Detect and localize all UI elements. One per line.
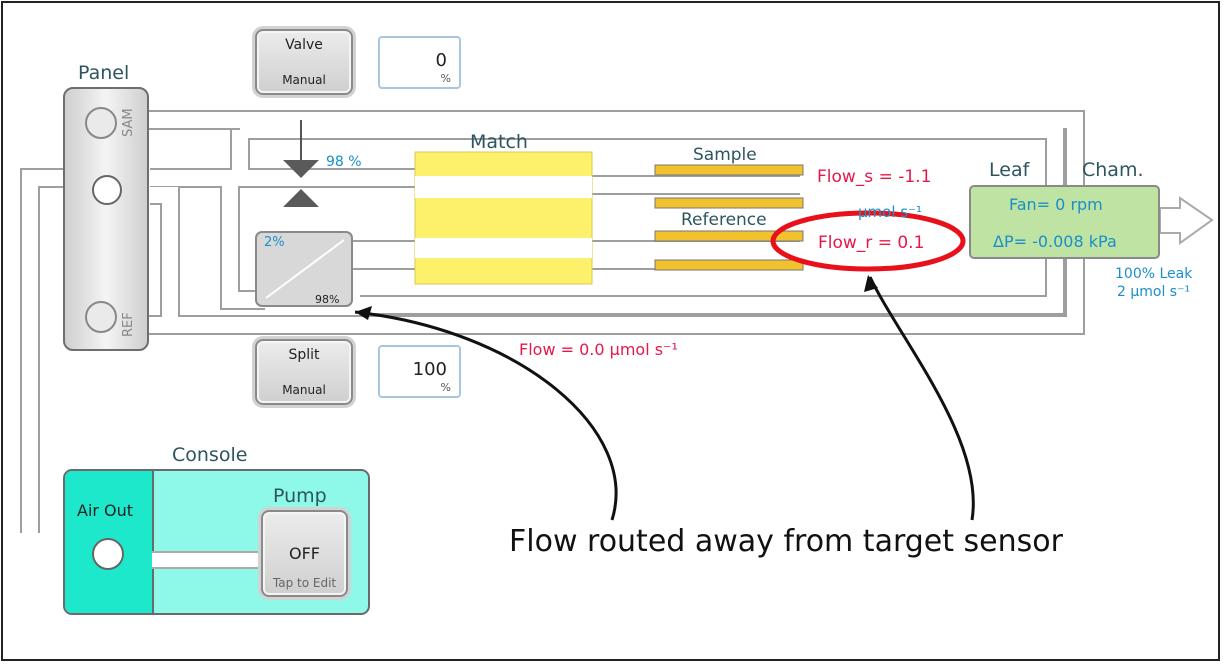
fan-readout: Fan= 0 rpm xyxy=(1009,195,1103,214)
air-out-label: Air Out xyxy=(77,501,134,520)
split-mode: Manual xyxy=(282,383,326,397)
flow-r-value: Flow_r = 0.1 xyxy=(818,233,925,253)
reference-bar-top xyxy=(654,230,804,242)
reference-title: Reference xyxy=(681,210,767,230)
ref-label: REF xyxy=(121,312,136,337)
pump-title: Pump xyxy=(273,485,327,507)
valve-value: 0 xyxy=(435,50,447,71)
split-title: Split xyxy=(288,347,320,363)
sam-label: SAM xyxy=(121,108,136,137)
split-button[interactable]: Split Manual xyxy=(255,339,353,405)
chamber-title: Cham. xyxy=(1082,159,1144,181)
air-out-port-icon xyxy=(92,538,124,570)
sample-title: Sample xyxy=(693,145,757,165)
split-top-percent: 2% xyxy=(264,235,285,250)
split-unit: % xyxy=(440,381,451,394)
leak-line1: 100% Leak xyxy=(1115,266,1193,282)
air-out-panel: Air Out xyxy=(65,471,154,613)
valve-symbol xyxy=(283,120,319,207)
ref-port-icon xyxy=(85,301,117,333)
valve-mode: Manual xyxy=(282,73,326,87)
chamber-outlet-arrow xyxy=(1159,196,1214,245)
match-title: Match xyxy=(470,131,528,153)
pump-hint: Tap to Edit xyxy=(272,576,337,590)
highlight-ellipse xyxy=(770,210,966,272)
pump-button[interactable]: OFF Tap to Edit xyxy=(261,510,348,597)
pump-state: OFF xyxy=(289,544,320,563)
split-value: 100 xyxy=(412,359,447,380)
leaf-title: Leaf xyxy=(989,159,1030,181)
reference-bar-bottom xyxy=(654,259,804,271)
sample-bar-top xyxy=(654,164,804,176)
sam-port-icon xyxy=(85,107,117,139)
sample-bar-bottom xyxy=(654,197,804,209)
match-block xyxy=(414,151,593,285)
dp-readout: ΔP= -0.008 kPa xyxy=(993,232,1117,251)
center-port-icon xyxy=(92,175,122,205)
leak-line2: 2 µmol s⁻¹ xyxy=(1117,284,1191,300)
valve-value-field[interactable]: 0 % xyxy=(378,36,461,89)
panel-body: SAM REF xyxy=(63,87,149,351)
split-bottom-percent: 98% xyxy=(315,293,340,306)
valve-title: Valve xyxy=(285,37,323,53)
console-box: Air Out Pump xyxy=(63,469,370,615)
main-flow-value: Flow = 0.0 µmol s⁻¹ xyxy=(519,340,678,359)
console-tube xyxy=(152,551,263,569)
flow-s-value: Flow_s = -1.1 xyxy=(817,167,932,187)
split-value-field[interactable]: 100 % xyxy=(378,345,461,398)
valve-unit: % xyxy=(440,72,451,85)
valve-button[interactable]: Valve Manual xyxy=(255,29,353,95)
annotation-arrow-left xyxy=(354,310,618,521)
annotation-arrow-right xyxy=(868,276,975,521)
flow-s-unit: µmol s⁻¹ xyxy=(858,203,923,221)
annotation-text: Flow routed away from target sensor xyxy=(509,524,1063,559)
console-title: Console xyxy=(172,444,248,466)
panel-title: Panel xyxy=(78,62,130,84)
valve-percent: 98 % xyxy=(326,154,362,170)
leaf-chamber-box[interactable]: Fan= 0 rpm ΔP= -0.008 kPa xyxy=(969,185,1160,259)
